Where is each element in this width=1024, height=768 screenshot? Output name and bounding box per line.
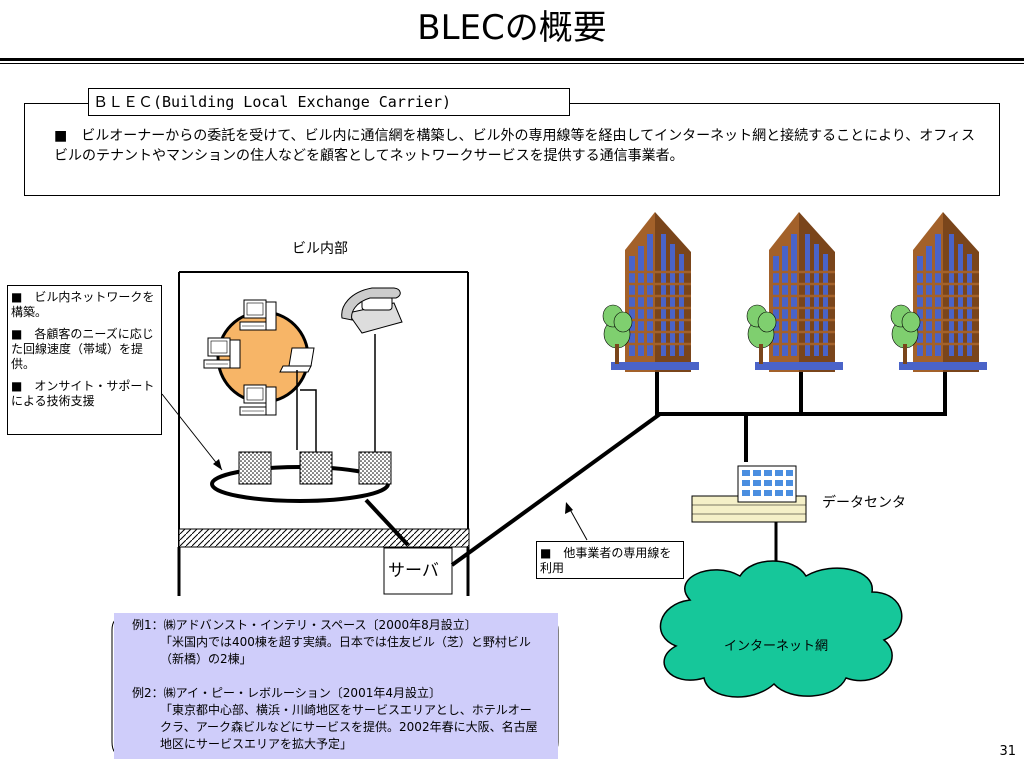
services-note: ■ ビル内ネットワークを構築。 ■ 各顧客のニーズに応じた回線速度（帯域）を提供… — [7, 285, 162, 435]
leased-line-note: ■ 他事業者の専用線を利用 — [536, 541, 684, 579]
desktop-pc-icon — [203, 337, 241, 369]
office-tower-icon — [745, 210, 845, 374]
office-tower-icon — [601, 210, 701, 374]
internet-label: インターネット網 — [724, 639, 829, 654]
service-item: ■ 各顧客のニーズに応じた回線速度（帯域）を提供。 — [11, 327, 154, 371]
example1-title: 例1：㈱アドバンスト・インテリ・スペース〔2000年8月設立〕 — [132, 618, 477, 632]
telephone-icon — [341, 287, 403, 334]
definition-heading: ＢＬＥＣ(Building Local Exchange Carrier) — [88, 88, 570, 116]
hub-icon — [358, 451, 392, 485]
definition-text: ■ ビルオーナーからの委託を受けて、ビル内に通信網を構築し、ビル外の専用線等を経… — [54, 128, 975, 164]
building-interior-label: ビル内部 — [292, 241, 348, 257]
example2-body: 「東京都中心部、横浜・川崎地区をサービスエリアとし、ホテルオークラ、アーク森ビル… — [160, 703, 538, 751]
datacenter-icon — [691, 465, 807, 523]
laptop-icon — [279, 347, 315, 373]
examples-panel: 例1：㈱アドバンスト・インテリ・スペース〔2000年8月設立〕 「米国内では40… — [114, 613, 558, 759]
internet-cloud — [659, 560, 903, 698]
leased-line — [450, 412, 662, 567]
page-number: 31 — [999, 744, 1016, 759]
datacenter-label: データセンタ — [822, 495, 906, 511]
title-rule-thin — [0, 63, 1024, 64]
example2-title: 例2：㈱アイ・ピー・レボルーション〔2001年4月設立〕 — [132, 686, 441, 700]
service-item: ■ オンサイト・サポートによる技術支援 — [11, 379, 155, 408]
example1-body: 「米国内では400棟を超す実績。日本では住友ビル（芝）と野村ビル（新橋）の2棟」 — [160, 635, 531, 666]
tower-links — [655, 372, 947, 462]
desktop-pc-icon — [239, 384, 277, 416]
office-tower-icon — [889, 210, 989, 374]
title-rule-thick — [0, 58, 1024, 61]
slide-title: BLECの概要 — [417, 8, 607, 48]
service-item: ■ ビル内ネットワークを構築。 — [11, 290, 155, 319]
tenant-lan — [203, 299, 315, 416]
server-label: サーバ — [388, 561, 439, 581]
hub-icon — [238, 451, 272, 485]
desktop-pc-icon — [239, 299, 277, 331]
building-interior-frame — [177, 271, 470, 596]
hub-icon — [299, 451, 333, 485]
